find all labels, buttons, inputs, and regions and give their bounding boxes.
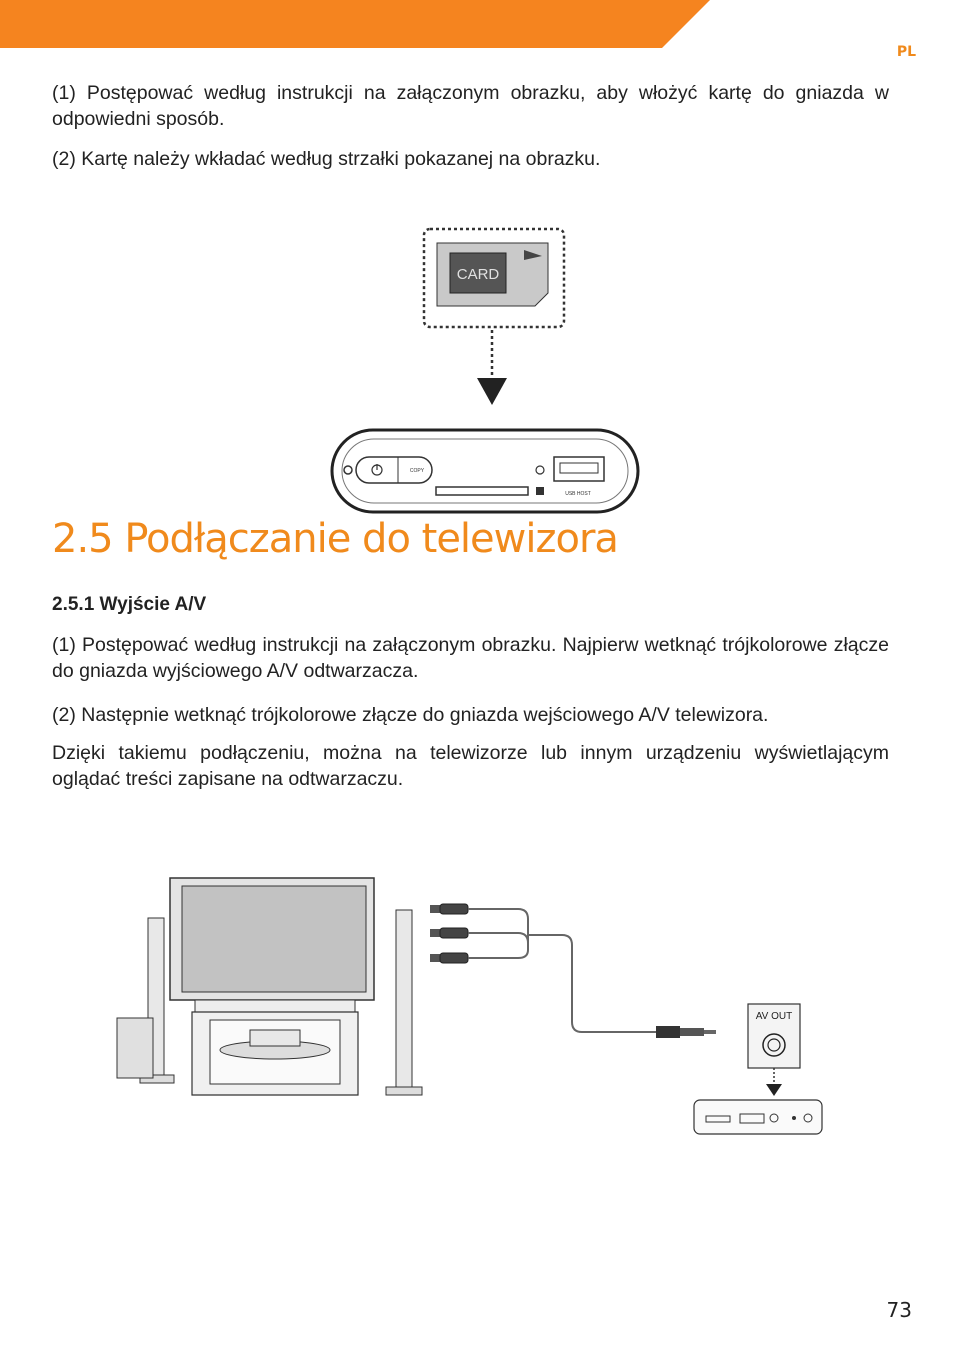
usb-label: USB HOST (565, 491, 591, 497)
subwoofer (116, 1017, 154, 1079)
section-paragraph-3: Dzięki takiemu podłączeniu, można na tel… (52, 742, 889, 790)
player-inner-outline (341, 438, 629, 504)
header-band (0, 0, 710, 48)
card-slot (435, 486, 529, 496)
section-paragraph-1: (1) Postępować według instrukcji na załą… (52, 634, 889, 682)
page-number: 73 (886, 1298, 912, 1322)
right-speaker (395, 909, 413, 1091)
down-arrow-icon (477, 378, 507, 405)
power-copy-button (355, 456, 433, 484)
section-paragraph-2: (2) Następnie wetknąć trójkolorowe złącz… (52, 704, 769, 726)
tv-screen (181, 885, 367, 993)
subsection-title: 2.5.1 Wyjście A/V (52, 594, 207, 615)
usb-port (553, 456, 605, 482)
av-down-arrow-icon (766, 1084, 782, 1096)
rca-plugs (430, 903, 469, 964)
language-tag: PL (896, 44, 916, 60)
intro-paragraph-2: (2) Kartę należy wkładać według strzałki… (52, 148, 601, 170)
av-cable (468, 908, 660, 1033)
av-out-label: AV OUT (756, 1011, 792, 1022)
copy-label: COPY (410, 468, 425, 474)
av-out-jack (762, 1033, 786, 1057)
card-dashed-frame (422, 227, 566, 329)
player-front-outline (330, 428, 640, 514)
tv-connection-figure: AV OUT (116, 877, 823, 1135)
card-label: CARD (457, 266, 500, 283)
player-side-panel (693, 1099, 823, 1135)
card-arrow-icon (524, 250, 542, 260)
section-title: 2.5 Podłączanie do telewizora (52, 516, 619, 562)
card-insertion-figure: CARD COPY USB HOST (330, 227, 640, 514)
intro-paragraph-1: (1) Postępować według instrukcji na załą… (52, 82, 889, 130)
av-out-label-box (747, 1003, 801, 1069)
player-on-shelf (249, 1029, 301, 1047)
jack-plug (656, 1026, 680, 1038)
card-label-box (449, 252, 507, 294)
led-indicator (535, 465, 545, 475)
